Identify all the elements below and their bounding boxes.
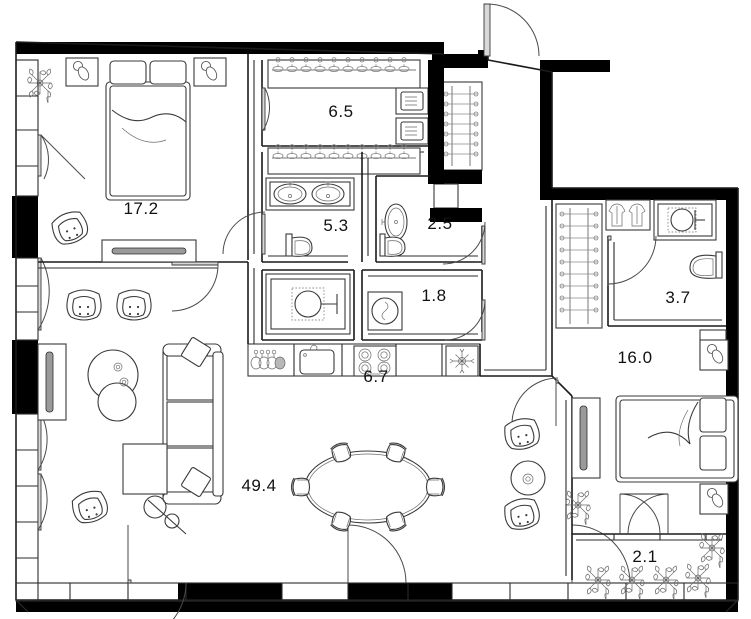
area-label-wc-guest: 2.5: [427, 214, 452, 233]
side-table-bedroom2: [510, 460, 546, 496]
sink-wc-guest: [381, 203, 408, 241]
window-left-middle: [15, 257, 39, 341]
plant-bedroom-master: [27, 68, 53, 104]
area-label-wardrobe: 6.5: [328, 102, 353, 121]
armchair-bedroom-master: [47, 207, 93, 249]
toilet-wc-guest: [379, 233, 406, 257]
entry-wardrobe: [439, 81, 483, 171]
balcony-door-left-lower[interactable]: [37, 413, 48, 471]
door-bathroom-second[interactable]: [607, 0, 657, 286]
radiator-living: [37, 343, 67, 421]
tv-console-master: [101, 239, 197, 263]
plants-balcony: [585, 533, 725, 601]
entry-niche: [428, 60, 482, 222]
armchair-bedroom2-bottom: [501, 495, 543, 533]
washing-machine-bath2: [653, 199, 717, 241]
door-bedroom-master-left[interactable]: [37, 134, 86, 180]
toilet-bath2: [689, 251, 723, 279]
door-wardrobe[interactable]: [261, 87, 271, 133]
bathtub: [265, 273, 351, 335]
area-label-bathroom-second: 3.7: [665, 288, 690, 307]
window-left-lower: [15, 413, 39, 601]
cooktop-burners: [250, 349, 286, 370]
radiator-bedroom2: [571, 397, 601, 479]
area-label-bathroom-main: 5.3: [323, 216, 348, 235]
area-label-bedroom-master: 17.2: [123, 199, 158, 218]
window-left-upper: [15, 59, 39, 197]
nightstand-right-master: [193, 57, 227, 87]
bed-master: [105, 60, 191, 201]
door-wc-guest[interactable]: [442, 221, 486, 265]
area-label-bedroom-second: 16.0: [617, 348, 652, 367]
double-vanity-sink: [265, 177, 355, 211]
balcony-door-left-upper[interactable]: [37, 257, 50, 331]
entrance-door[interactable]: [483, 3, 540, 57]
shirt-cabinet: [605, 199, 651, 231]
area-label-utility: 1.8: [421, 286, 446, 305]
area-label-balcony: 2.1: [632, 547, 657, 566]
armchair-living-left-1: [66, 289, 102, 321]
wardrobe-rail-bath: [267, 144, 421, 175]
balcony-door-left-bottom[interactable]: [37, 473, 48, 531]
wardrobe-rail-closet-top: [267, 57, 421, 89]
nightstand-bedroom2-top: [699, 339, 729, 371]
wardrobe-bedroom2: [555, 203, 603, 329]
balcony-door-bottom-1[interactable]: [127, 525, 187, 619]
nightstand-left-master: [65, 57, 99, 87]
door-bedroom-master-living[interactable]: [171, 261, 219, 312]
window-bottom-strip: [15, 582, 739, 613]
sofa-sectional: [122, 337, 224, 505]
kitchen-sink: [299, 344, 335, 375]
armchair-bedroom2-top: [501, 415, 543, 453]
refrigerator: [445, 345, 479, 377]
room-balcony: [572, 533, 726, 541]
wall-kitchen-hall: [247, 262, 481, 376]
toilet-main-bath: [285, 233, 313, 257]
boiler-unit: [367, 291, 403, 331]
floor-lamp-living: [143, 495, 187, 535]
door-utility[interactable]: [444, 299, 486, 341]
room-bathroom-second: [607, 236, 726, 327]
balcony-door-bottom-2[interactable]: [347, 524, 407, 584]
room-bedroom-master: [38, 54, 255, 269]
dining-set: [290, 440, 446, 534]
armchair-living-bottom: [68, 486, 112, 528]
room-bath-tub-area: [261, 269, 355, 341]
door-bedroom-second[interactable]: [511, 377, 559, 426]
area-label-living-dining: 49.4: [241, 476, 276, 495]
door-bathroom-main[interactable]: [222, 211, 266, 255]
armchair-living-left-2: [116, 289, 152, 321]
plant-bedroom2: [565, 490, 591, 526]
area-labels: 17.2 6.5 5.3 2.5 1.8 6.7 49.4 3.7 16.0 2…: [123, 102, 690, 566]
nightstand-bedroom2-bottom: [699, 483, 729, 515]
area-label-kitchen: 6.7: [363, 367, 388, 386]
coffee-table-round: [87, 349, 139, 422]
hob-four-ring: [353, 345, 397, 377]
bed-second: [615, 395, 739, 483]
balcony-doors-top[interactable]: [619, 493, 669, 535]
laundry-machines: [395, 87, 429, 145]
